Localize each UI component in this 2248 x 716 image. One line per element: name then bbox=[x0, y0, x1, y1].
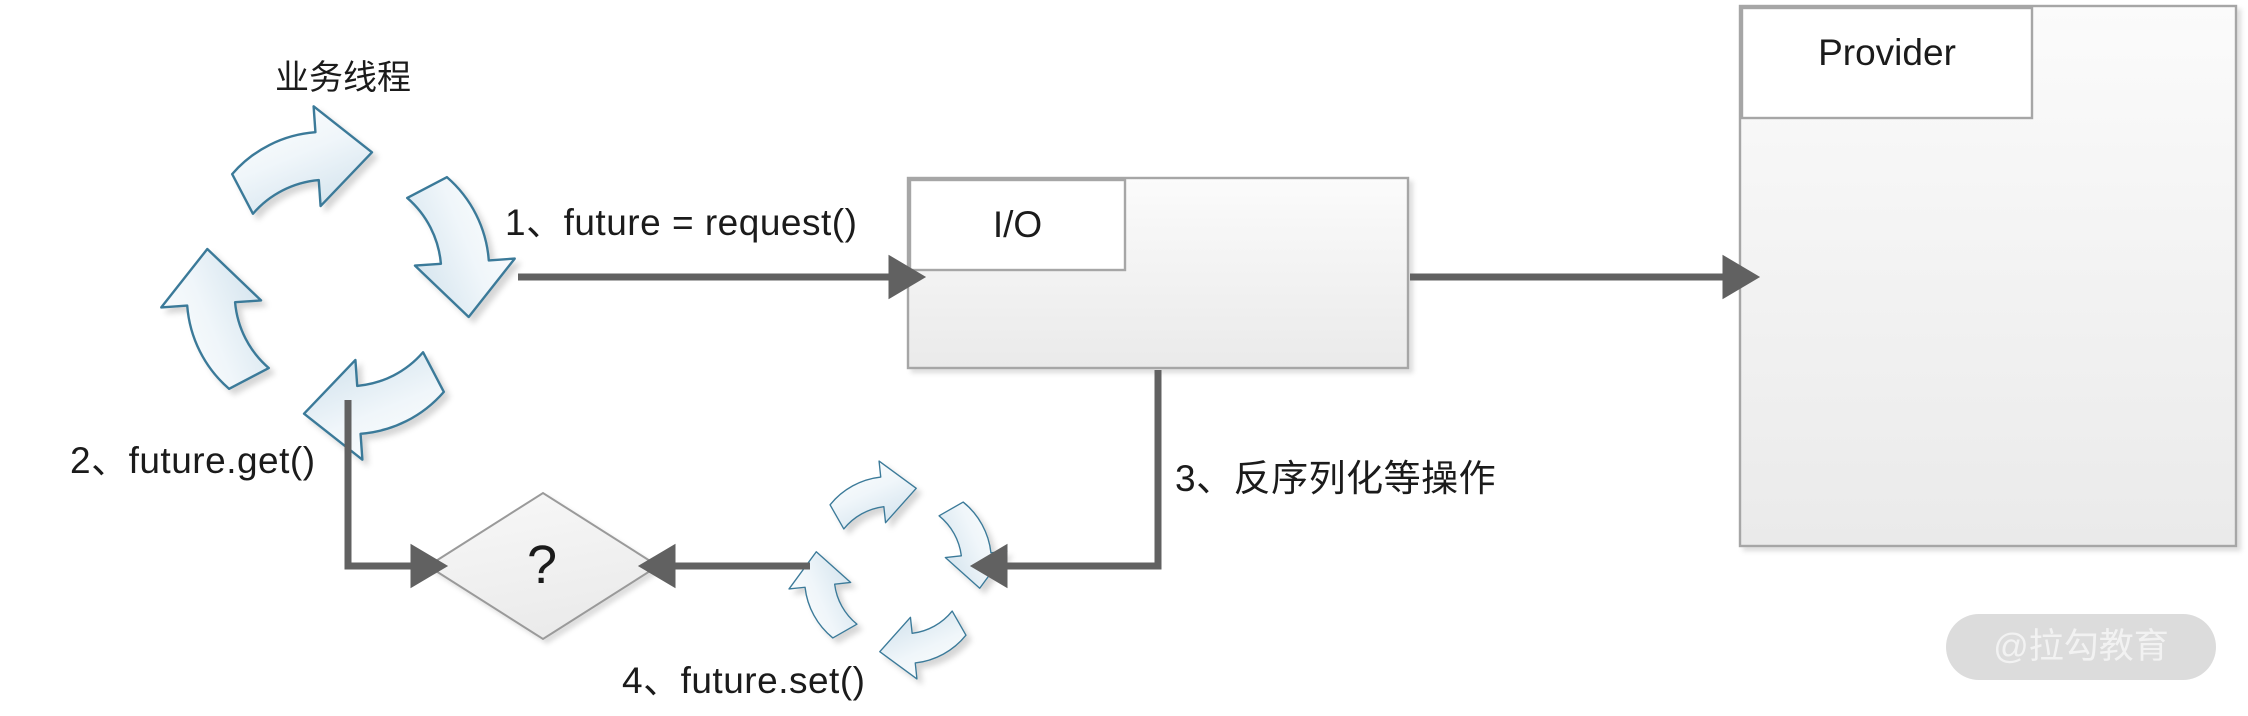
step-2-label: 2、future.get() bbox=[70, 440, 316, 481]
provider-package-label: Provider bbox=[1818, 32, 1956, 73]
io-package[interactable] bbox=[906, 176, 1410, 370]
io-package-tab bbox=[908, 178, 1127, 272]
connector-step2 bbox=[344, 400, 449, 589]
step-3-label: 3、反序列化等操作 bbox=[1175, 458, 1497, 499]
cycle-arrow-4 bbox=[160, 247, 270, 391]
callback-cycle-arrow-1 bbox=[829, 460, 917, 530]
step-1-label: 1、future = request() bbox=[505, 202, 858, 243]
business-thread-title: 业务线程 bbox=[275, 59, 411, 97]
callback-cycle-arrow-2 bbox=[938, 501, 1008, 589]
cycle-arrow-1 bbox=[230, 105, 374, 215]
io-package-label: I/O bbox=[992, 204, 1043, 245]
business-thread-cycle bbox=[160, 105, 516, 461]
callback-cycle-arrow-3 bbox=[879, 610, 967, 680]
watermark-badge: @拉勾教育 bbox=[1946, 614, 2216, 680]
connector-step3 bbox=[969, 370, 1162, 589]
provider-package[interactable] bbox=[1738, 4, 2238, 548]
callback-cycle bbox=[788, 460, 1008, 680]
callback-cycle-arrow-4 bbox=[788, 551, 858, 639]
watermark-text: @拉勾教育 bbox=[1993, 627, 2169, 666]
provider-package-tab bbox=[1740, 6, 2034, 120]
step-4-label: 4、future.set() bbox=[622, 660, 866, 701]
cycle-arrow-3 bbox=[302, 351, 446, 461]
decision-question-mark: ? bbox=[527, 535, 558, 595]
cycle-arrow-2 bbox=[406, 175, 516, 319]
